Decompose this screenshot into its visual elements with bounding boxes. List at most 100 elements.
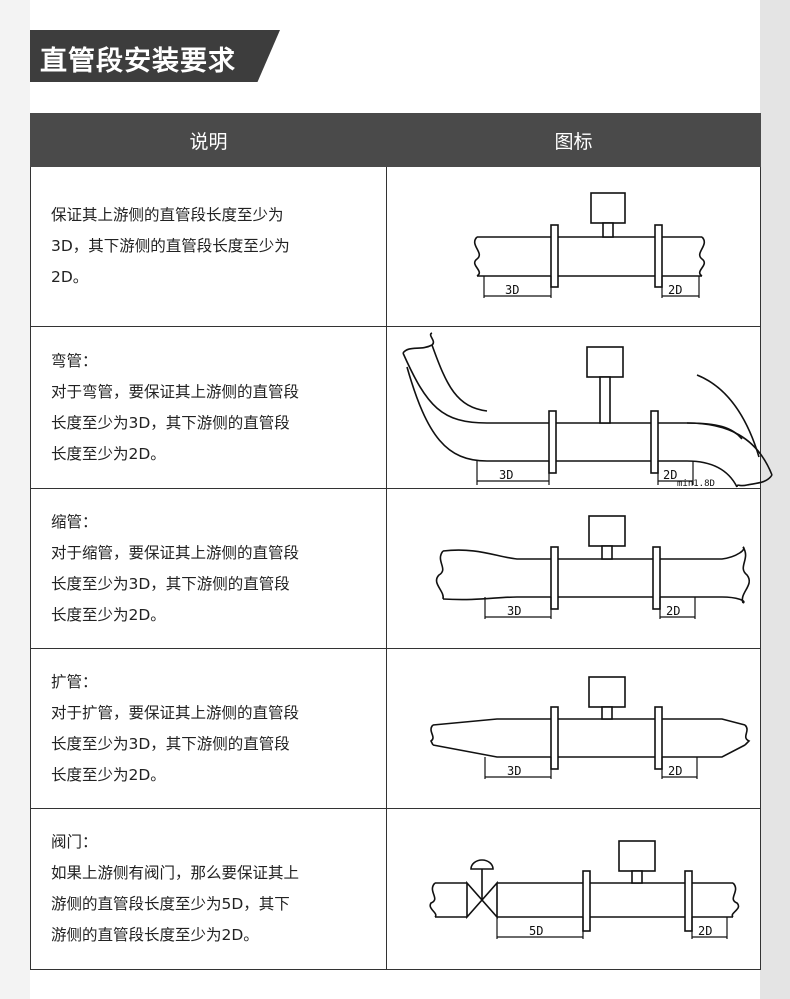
diagram-cell: 5D 2D — [386, 808, 761, 970]
downstream-dimension — [659, 597, 696, 619]
flange-right — [654, 706, 663, 770]
flange-left — [582, 870, 591, 932]
upstream-dimension — [484, 757, 552, 779]
table-row: 阀门： 如果上游侧有阀门，那么要保证其上 游侧的直管段长度至少为5D，其下 游侧… — [30, 808, 761, 970]
table-row: 弯管： 对于弯管，要保证其上游侧的直管段 长度至少为3D，其下游侧的直管段 长度… — [30, 326, 773, 489]
section-title: 直管段安装要求 — [40, 46, 236, 77]
description-line: 阀门： — [51, 833, 98, 851]
downstream-dimension — [657, 461, 694, 485]
pipe-bottom-edge — [442, 596, 745, 604]
valve-handwheel — [470, 859, 494, 870]
install-requirements-table: 说明 图标 保证其上游侧的直管段长度至少为 3D，其下游侧的直管段长度至少为 2… — [30, 113, 773, 970]
reducer-pipe-diagram: 3D 2D — [435, 515, 750, 619]
meter-neck — [601, 706, 613, 720]
description-line: 长度至少为3D，其下游侧的直管段 — [51, 734, 290, 753]
straight-pipe-diagram: 3D 2D — [473, 192, 706, 298]
description-line: 长度至少为3D，其下游侧的直管段 — [51, 413, 290, 432]
downstream-dimension — [691, 917, 728, 939]
description-line: 2D。 — [51, 268, 89, 286]
meter-neck — [631, 870, 643, 884]
meter-head — [586, 346, 624, 378]
downstream-length-label: 2D — [668, 283, 682, 297]
elbow-inner-top — [431, 344, 488, 412]
description-line: 对于弯管，要保证其上游侧的直管段 — [51, 382, 300, 401]
description-line: 对于扩管，要保证其上游侧的直管段 — [51, 703, 300, 722]
description-line: 如果上游侧有阀门，那么要保证其上 — [51, 864, 300, 882]
elbow-outer-left — [406, 366, 488, 462]
downstream-dimension — [661, 276, 700, 298]
table-row: 保证其上游侧的直管段长度至少为 3D，其下游侧的直管段长度至少为 2D。 3D … — [30, 166, 761, 327]
meter-neck — [602, 222, 614, 238]
elbow-pipe-diagram: 3D 2D min1.8D — [402, 332, 773, 488]
bend-radius-line — [696, 374, 760, 458]
upstream-length-label: 3D — [499, 468, 513, 482]
elbow-inner-right — [686, 460, 738, 488]
diagram-cell: 3D 2D — [386, 648, 761, 809]
upstream-length-label: 3D — [507, 604, 521, 618]
description-cell: 缩管： 对于缩管，要保证其上游侧的直管段 长度至少为3D，其下游侧的直管段 长度… — [30, 488, 387, 649]
pipe-break-left — [435, 550, 444, 600]
description-line: 长度至少为2D。 — [51, 605, 166, 624]
upstream-length-label: 3D — [507, 764, 521, 778]
diagram-cell: 3D 2D min1.8D — [386, 326, 773, 489]
description-line: 长度至少为3D，其下游侧的直管段 — [51, 574, 290, 593]
downstream-length-label: 2D — [666, 604, 680, 618]
meter-neck — [599, 376, 611, 424]
description-line: 保证其上游侧的直管段长度至少为 — [51, 206, 284, 224]
bend-radius-note: min1.8D — [677, 479, 715, 488]
expander-pipe-diagram: 3D 2D — [429, 676, 751, 779]
meter-head — [618, 840, 656, 872]
description-line: 缩管： — [51, 512, 98, 531]
upstream-length-label: 5D — [529, 924, 543, 938]
diagram-cell: 3D 2D — [386, 166, 761, 327]
flange-left — [548, 410, 557, 474]
upstream-dimension — [496, 917, 584, 939]
elbow-outer-right — [686, 422, 773, 476]
description-line: 游侧的直管段长度至少为2D。 — [51, 926, 259, 944]
description-cell: 阀门： 如果上游侧有阀门，那么要保证其上 游侧的直管段长度至少为5D，其下 游侧… — [30, 808, 387, 970]
table-row: 扩管： 对于扩管，要保证其上游侧的直管段 长度至少为3D，其下游侧的直管段 长度… — [30, 648, 761, 809]
downstream-length-label: 2D — [668, 764, 682, 778]
pipe-break-right — [698, 236, 706, 277]
inlet-pipe — [435, 882, 467, 918]
downstream-dimension — [661, 757, 698, 779]
section-title-banner: 直管段安装要求 — [30, 30, 280, 82]
pipe-break-right — [744, 724, 751, 746]
flange-left — [550, 224, 559, 288]
column-header-icon: 图标 — [386, 113, 761, 167]
upstream-dimension — [476, 461, 550, 485]
flange-left — [550, 546, 559, 610]
pipe-top-edge — [442, 546, 745, 560]
pipe-top-edge — [402, 352, 743, 440]
meter-head — [588, 676, 626, 708]
upstream-length-label: 3D — [505, 283, 519, 297]
column-header-description: 说明 — [30, 113, 387, 167]
description-cell: 弯管： 对于弯管，要保证其上游侧的直管段 长度至少为3D，其下游侧的直管段 长度… — [30, 326, 387, 489]
pipe-body — [497, 882, 733, 918]
diagram-cell: 3D 2D — [386, 488, 761, 649]
description-cell: 保证其上游侧的直管段长度至少为 3D，其下游侧的直管段长度至少为 2D。 — [30, 166, 387, 327]
table-row: 缩管： 对于缩管，要保证其上游侧的直管段 长度至少为3D，其下游侧的直管段 长度… — [30, 488, 761, 649]
right-gutter — [760, 0, 790, 999]
pipe-break-left — [429, 724, 434, 746]
valve-pipe-diagram: 5D 2D — [429, 840, 740, 939]
description-line: 长度至少为2D。 — [51, 444, 166, 463]
description-cell: 扩管： 对于扩管，要保证其上游侧的直管段 长度至少为3D，其下游侧的直管段 长度… — [30, 648, 387, 809]
pipe-bottom-edge — [432, 744, 746, 758]
upstream-dimension — [483, 276, 552, 298]
meter-neck — [601, 545, 613, 560]
meter-head — [590, 192, 626, 224]
downstream-length-label: 2D — [663, 468, 677, 482]
pipe-body — [477, 236, 702, 277]
pipe-break-left — [429, 882, 437, 918]
table-header-row: 说明 图标 — [30, 113, 761, 167]
description-line: 3D，其下游侧的直管段长度至少为 — [51, 237, 290, 255]
pipe-break-right — [741, 546, 750, 604]
flange-left — [550, 706, 559, 770]
description-line: 扩管： — [51, 672, 98, 691]
upstream-dimension — [484, 597, 552, 619]
pipe-break-bottom — [736, 474, 773, 488]
flange-right — [650, 410, 659, 474]
description-line: 弯管： — [51, 351, 98, 370]
pipe-break-left — [473, 236, 481, 277]
